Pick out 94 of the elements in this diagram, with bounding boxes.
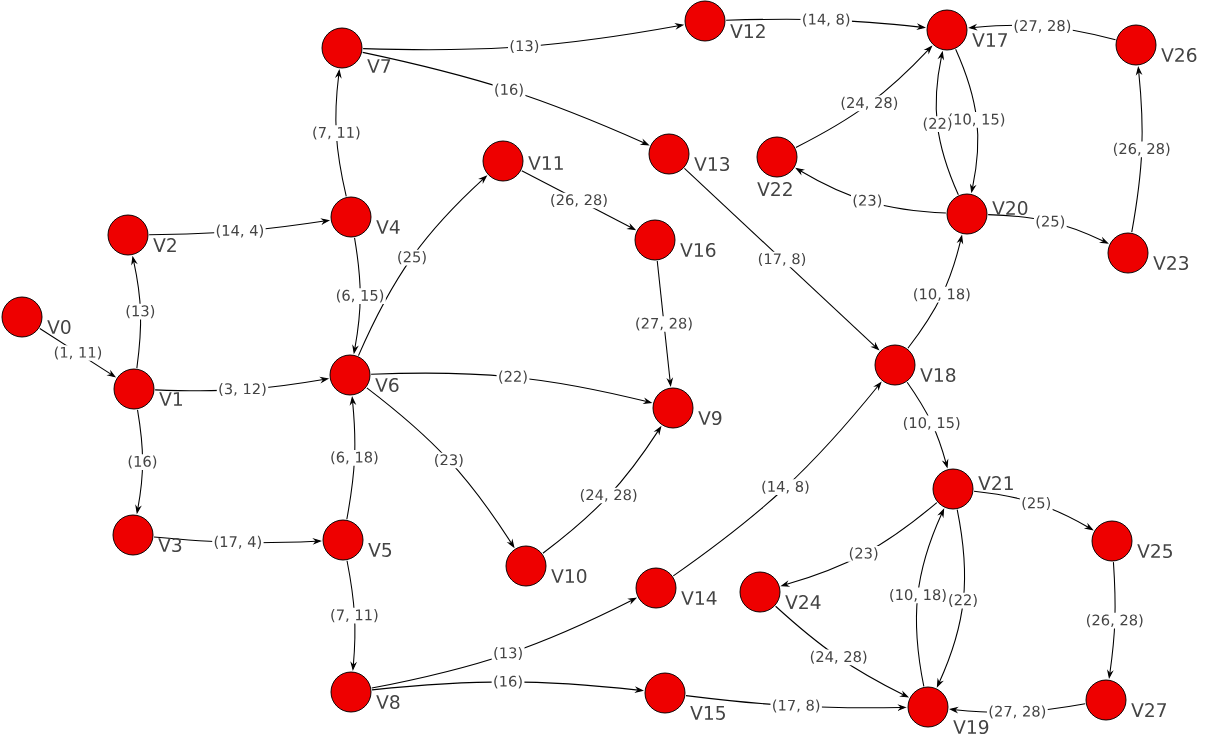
vertex-label: V7 [367,59,391,73]
vertex-label: V11 [528,156,563,170]
vertex-label: V2 [153,238,176,252]
vertex-circle [907,686,949,728]
vertex-circle [113,368,155,410]
vertex-label: V25 [1137,543,1172,559]
vertex-label: V19 [953,719,989,735]
edge-label: (25) [1033,214,1067,230]
edge-label: (24, 28) [839,95,900,112]
vertex-circle [330,196,372,238]
vertex-circle [635,567,677,609]
edge-label: (17, 4) [212,534,264,551]
vertex-label: V4 [376,220,400,234]
vertex-label: V17 [972,33,1007,47]
edge-label: (10, 18) [887,587,949,604]
edge-label: (23) [432,452,466,469]
vertex-label: V24 [785,595,821,609]
edge-label: (25) [395,249,429,266]
edge-label: (7, 11) [328,607,381,624]
vertex-circle [1115,24,1157,66]
edge-label: (26, 28) [548,192,610,209]
vertex-circle [652,387,694,429]
vertex-label: V20 [992,200,1028,216]
vertex-circle [1,296,43,338]
vertex-label: V9 [698,410,722,426]
vertex-circle [1085,679,1127,721]
edge-label: (14, 8) [759,479,812,495]
edge-label: (10, 18) [911,286,973,303]
vertex-circle [946,193,988,235]
edge-label: (14, 4) [214,223,266,239]
vertex-circle [648,133,690,175]
vertex-label: V27 [1131,703,1166,717]
edge-label: (3, 12) [216,381,269,398]
edge-label: (17, 8) [770,698,822,714]
vertex-circle [644,672,686,714]
vertex-label: V12 [730,24,765,38]
edge-label: (24, 28) [578,487,639,504]
edge-label: (24, 28) [808,649,870,666]
vertex-label: V21 [978,476,1013,490]
vertex-circle [505,545,547,587]
edge-label: (26, 28) [1084,612,1146,629]
vertex-circle [322,519,364,561]
vertex-circle [330,671,372,713]
edge-label: (16) [126,454,159,470]
vertex-circle [1107,232,1149,274]
vertex-circle [482,140,524,182]
edge-label: (16) [491,674,525,690]
vertex-circle [329,354,371,396]
vertex-circle [926,9,968,51]
vertex-label: V14 [681,591,717,605]
vertex-circle [107,214,149,256]
vertex-label: V0 [47,319,71,335]
vertex-label: V13 [694,156,730,172]
edge-label: (25) [1019,495,1053,512]
vertex-label: V1 [159,392,182,406]
vertex-circle [874,344,916,386]
vertex-label: V16 [680,242,716,258]
vertex-label: V10 [551,568,587,584]
edge-label: (7, 11) [310,125,363,141]
vertex-label: V23 [1153,255,1189,271]
edge-label: (6, 18) [328,450,381,466]
edge-label: (22) [496,369,530,385]
edge-label: (10, 15) [901,415,963,432]
vertex-label: V15 [690,706,725,720]
vertex-label: V3 [158,537,182,553]
edge-label: (13) [508,38,541,55]
edge-label: (6, 15) [334,288,386,304]
edge-label: (27, 28) [986,704,1048,720]
vertex-label: V26 [1161,47,1197,63]
vertex-circle [112,514,154,556]
edge-label: (13) [491,645,525,662]
vertex-label: V22 [757,182,792,196]
edge-label: (1, 11) [52,345,104,361]
vertex-label: V8 [376,694,400,710]
vertex-circle [1091,520,1133,562]
vertex-circle [756,136,798,178]
edge-label: (23) [847,546,881,562]
vertex-circle [932,468,974,510]
edge-label: (26, 28) [1111,141,1173,158]
vertex-label: V6 [375,377,399,393]
vertex-label: V18 [920,367,956,383]
edge-label: (17, 8) [756,251,808,268]
edge-label: (22) [946,592,980,609]
vertex-circle [321,27,363,69]
vertex-circle [684,0,726,42]
edge-label: (16) [492,82,526,98]
edge-label: (13) [123,303,157,320]
edge-label: (27, 28) [1012,18,1073,35]
edge-label: (27, 28) [633,316,695,332]
vertex-circle [739,571,781,613]
edge-label: (14, 8) [800,12,852,28]
vertex-label: V5 [368,543,392,557]
vertex-circle [634,219,676,261]
edge-label: (23) [850,193,884,209]
